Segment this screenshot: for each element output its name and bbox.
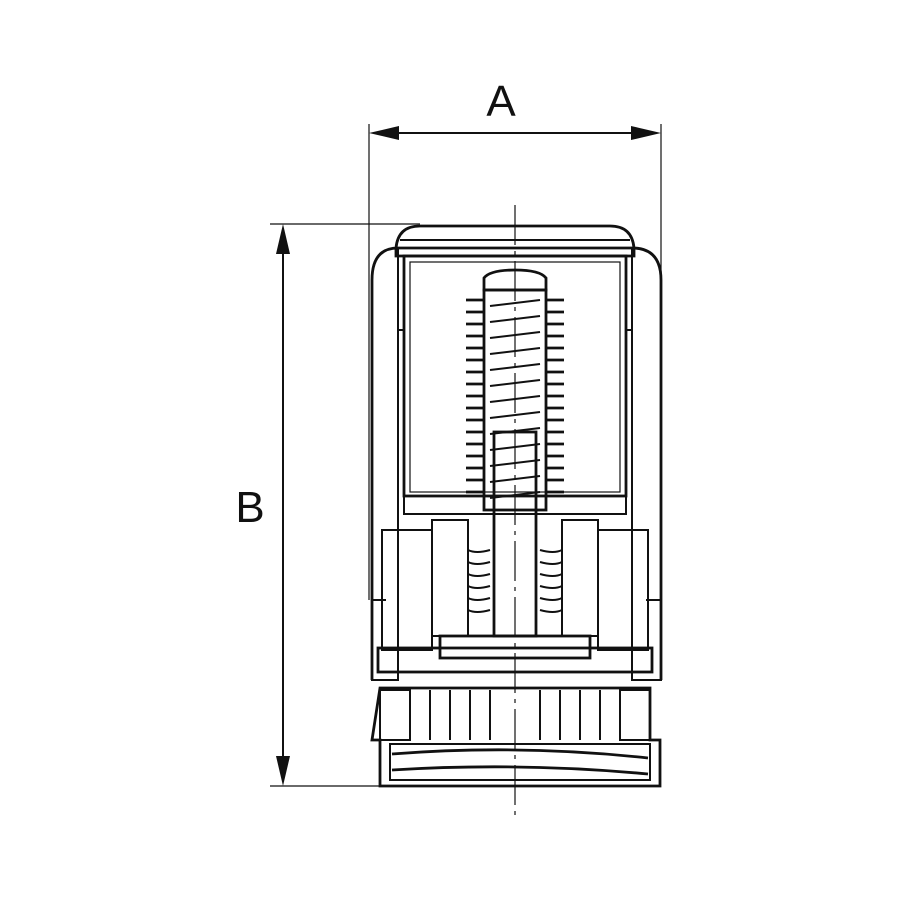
- dimension-a-label: A: [486, 77, 516, 126]
- right-mechanism-block: [597, 529, 649, 651]
- nut-right-section: [619, 689, 651, 741]
- dimension-a-left-arrow: [369, 126, 399, 140]
- bellows-top-cap: [482, 268, 548, 292]
- nut-left-section: [379, 689, 411, 741]
- small-spring-left: [467, 549, 491, 613]
- top-cap: [394, 224, 636, 258]
- small-spring-right: [539, 549, 563, 613]
- sensor-chamber-inner-wall: [409, 261, 621, 493]
- dimension-a: A: [368, 77, 662, 600]
- knob-left-wall: [371, 246, 399, 681]
- dimension-b-bottom-arrow: [276, 756, 290, 786]
- knob-right-wall: [631, 246, 662, 681]
- nut-ribs: [429, 690, 601, 740]
- bellows-assembly: [466, 268, 564, 512]
- right-guide: [561, 519, 599, 637]
- lower-mechanism: [372, 519, 660, 674]
- base-ring: [376, 646, 654, 674]
- nut-thread: [389, 743, 651, 781]
- dimension-a-right-arrow: [631, 126, 661, 140]
- top-cap-shell: [394, 224, 636, 258]
- spring-housing: [482, 288, 548, 512]
- dimension-b: B: [235, 223, 420, 787]
- knob-body: [370, 246, 663, 681]
- thread-flank-lines: [391, 748, 649, 776]
- bellows-right-fins: [546, 298, 564, 494]
- knob-outer-contour: [370, 246, 663, 680]
- left-mechanism-block: [381, 529, 433, 651]
- left-guide: [431, 519, 469, 637]
- dimension-b-top-arrow: [276, 224, 290, 254]
- connector-nut: [370, 686, 662, 788]
- dimension-b-label: B: [235, 483, 264, 532]
- bellows-left-fins: [466, 298, 484, 494]
